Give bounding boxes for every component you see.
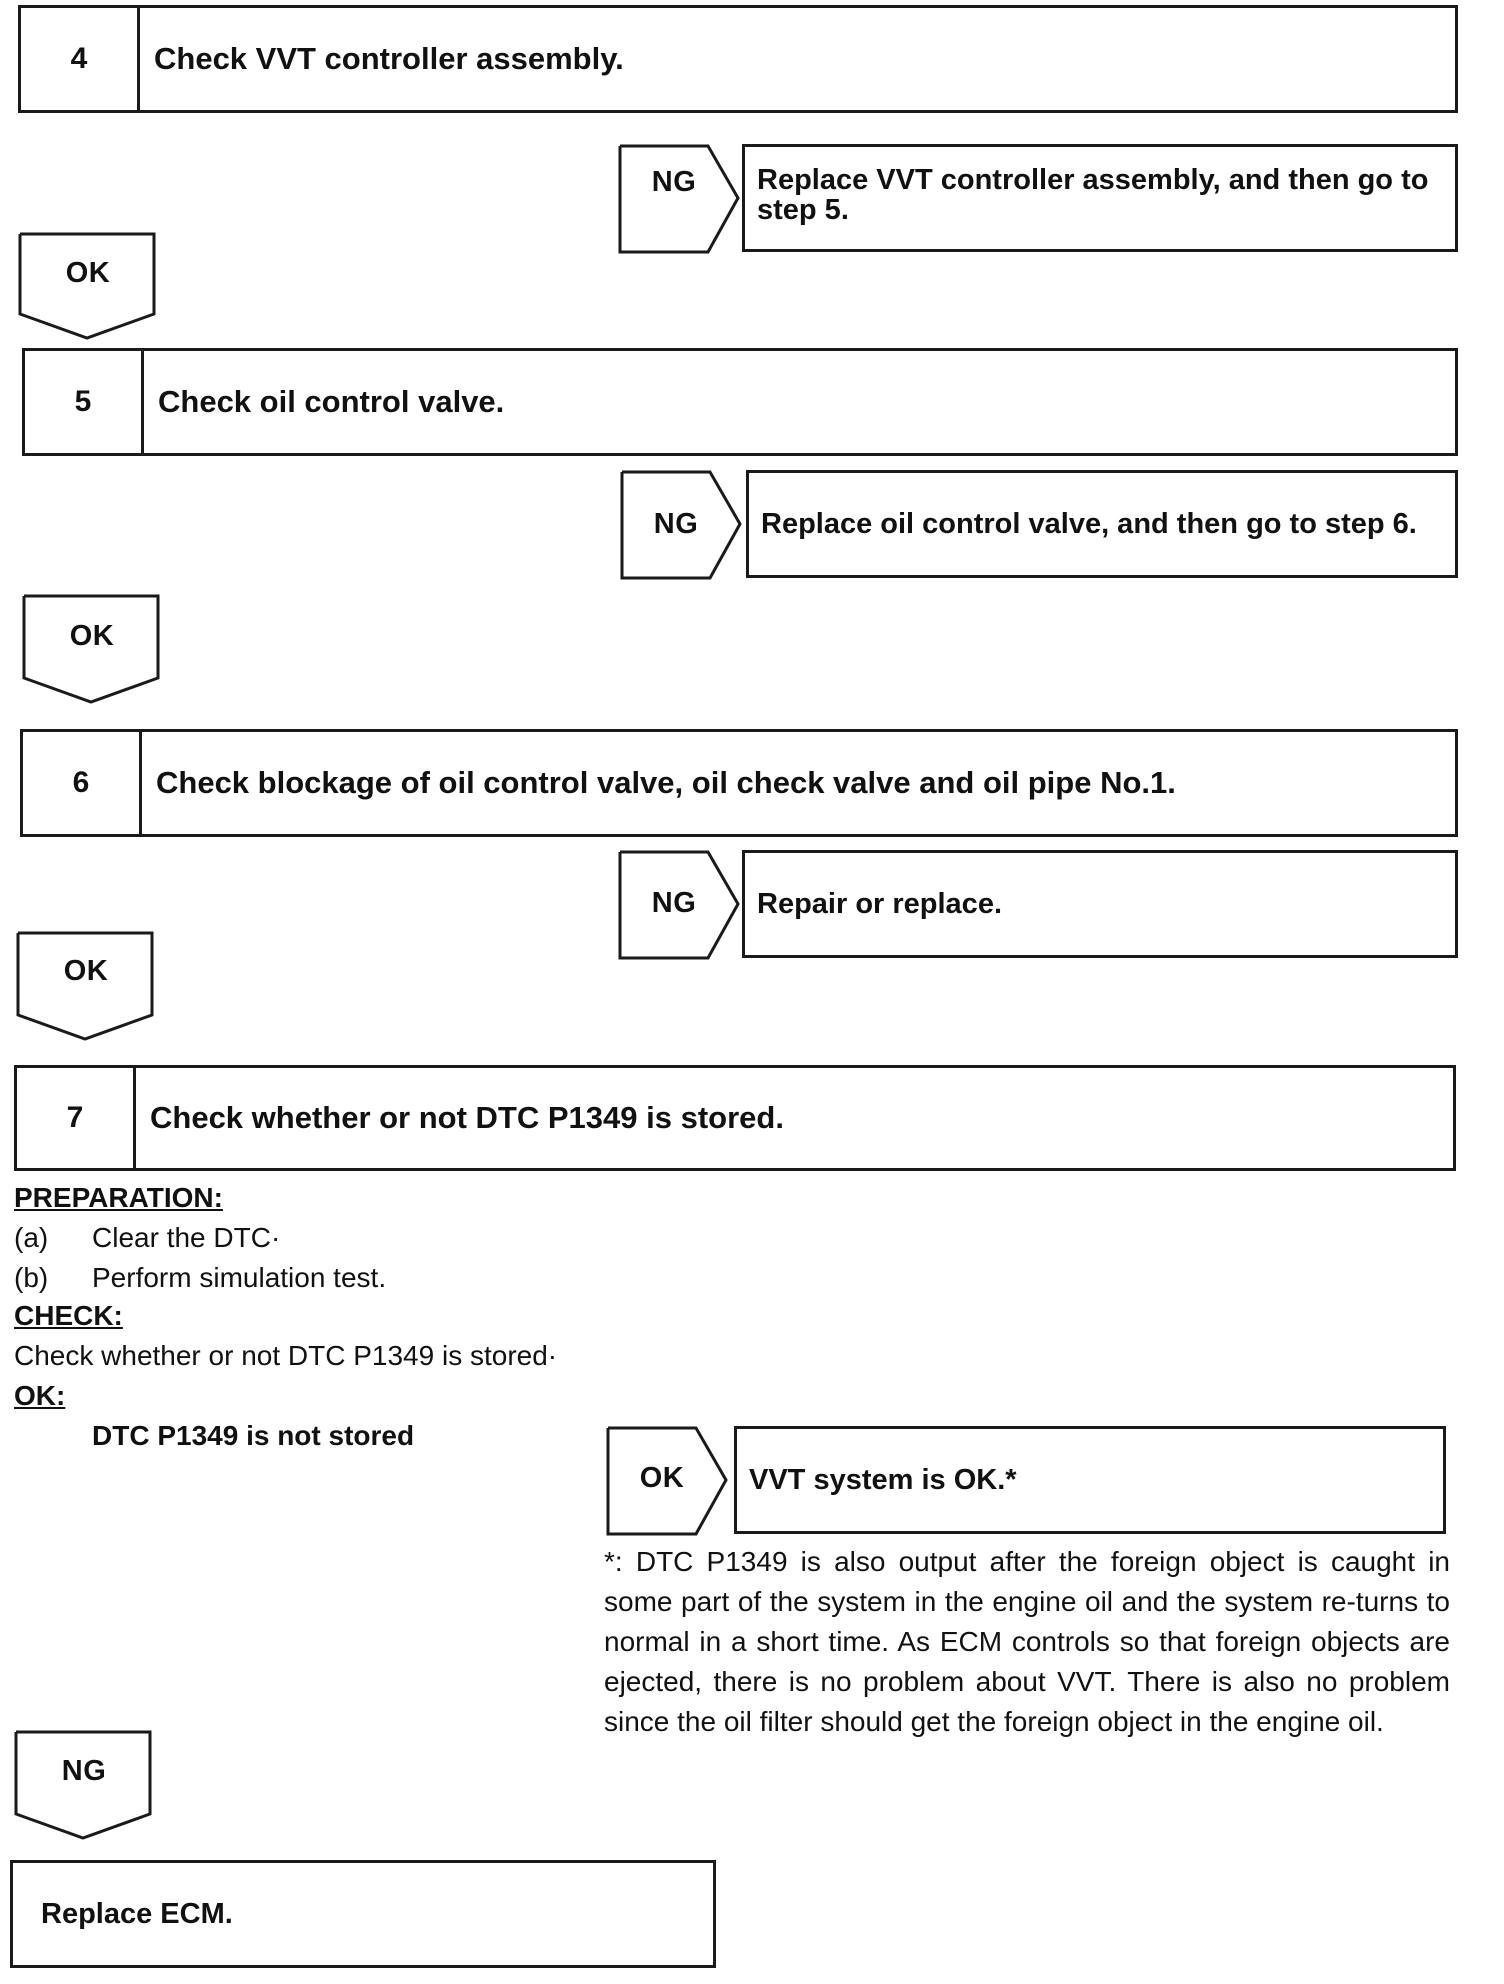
step-title: Check oil control valve. xyxy=(158,384,505,419)
prep-text: Clear the DTC· xyxy=(92,1222,281,1253)
ng-label: NG xyxy=(653,508,699,540)
step-title: Check VVT controller assembly. xyxy=(154,41,624,76)
step-5-box: 5 Check oil control valve. xyxy=(22,348,1458,456)
step-number: 7 xyxy=(17,1068,136,1168)
ng-arrow-shape xyxy=(620,470,742,580)
ok-label: OK xyxy=(63,955,109,987)
ok-arrow-shape xyxy=(18,232,156,340)
step-6-box: 6 Check blockage of oil control valve, o… xyxy=(20,729,1458,837)
ok-label: OK xyxy=(65,257,111,289)
ok-arrow-shape xyxy=(22,594,160,704)
ng-arrow-shape xyxy=(618,144,740,254)
step-7-box: 7 Check whether or not DTC P1349 is stor… xyxy=(14,1065,1456,1171)
ng-label: NG xyxy=(651,887,697,919)
ok-arrow-shape xyxy=(606,1426,728,1536)
ok-criteria: DTC P1349 is not stored xyxy=(92,1420,415,1451)
ok-arrow-shape xyxy=(16,931,154,1041)
prep-item-b: (b) Perform simulation test. xyxy=(14,1262,714,1294)
ok-result-text: VVT system is OK.* xyxy=(749,1463,1017,1496)
ok-label: OK xyxy=(639,1462,685,1494)
footnote: *: DTC P1349 is also output after the fo… xyxy=(604,1546,1450,1737)
step-title: Check blockage of oil control valve, oil… xyxy=(156,765,1176,800)
ng-action-box: Replace VVT controller assembly, and the… xyxy=(742,144,1458,252)
step-number: 4 xyxy=(21,8,140,110)
ng-action-box: Repair or replace. xyxy=(742,850,1458,958)
ng-action-box: Replace oil control valve, and then go t… xyxy=(746,470,1458,578)
prep-marker: (a) xyxy=(14,1222,49,1253)
prep-item-a: (a) Clear the DTC· xyxy=(14,1222,714,1254)
ok-label: OK xyxy=(69,620,115,652)
prep-marker: (b) xyxy=(14,1262,49,1293)
final-action-text: Replace ECM. xyxy=(41,1897,233,1930)
ng-label: NG xyxy=(651,166,697,198)
ng-label: NG xyxy=(61,1755,107,1787)
ng-action-text: Replace oil control valve, and then go t… xyxy=(761,507,1417,540)
step-title: Check whether or not DTC P1349 is stored… xyxy=(150,1100,784,1135)
check-heading: CHECK: xyxy=(14,1300,123,1331)
ok-result-box: VVT system is OK.* xyxy=(734,1426,1446,1534)
ng-action-text: Repair or replace. xyxy=(757,887,1002,920)
final-action-box: Replace ECM. xyxy=(10,1860,716,1968)
ng-action-text: Replace VVT controller assembly, and the… xyxy=(757,164,1429,226)
check-text: Check whether or not DTC P1349 is stored… xyxy=(14,1340,558,1371)
preparation-heading: PREPARATION: xyxy=(14,1182,223,1213)
step-number: 6 xyxy=(23,732,142,834)
ok-heading: OK: xyxy=(14,1380,66,1411)
step-number: 5 xyxy=(25,351,144,453)
ng-arrow-shape xyxy=(14,1730,152,1840)
prep-text: Perform simulation test. xyxy=(92,1262,387,1293)
step-4-box: 4 Check VVT controller assembly. xyxy=(18,5,1458,113)
ng-arrow-shape xyxy=(618,850,740,960)
